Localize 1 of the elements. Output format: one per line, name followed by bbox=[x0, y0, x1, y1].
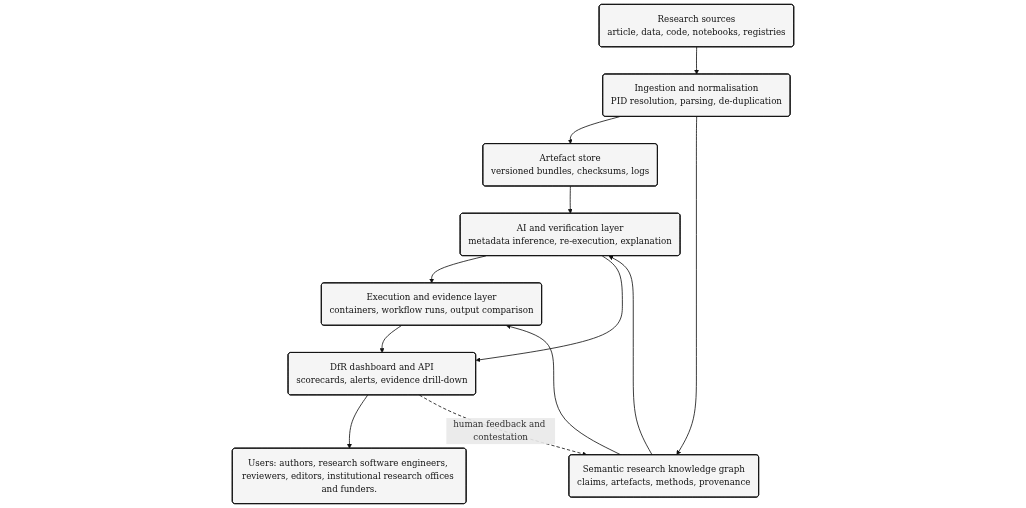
edge-label: human feedback and contestation bbox=[453, 419, 546, 443]
